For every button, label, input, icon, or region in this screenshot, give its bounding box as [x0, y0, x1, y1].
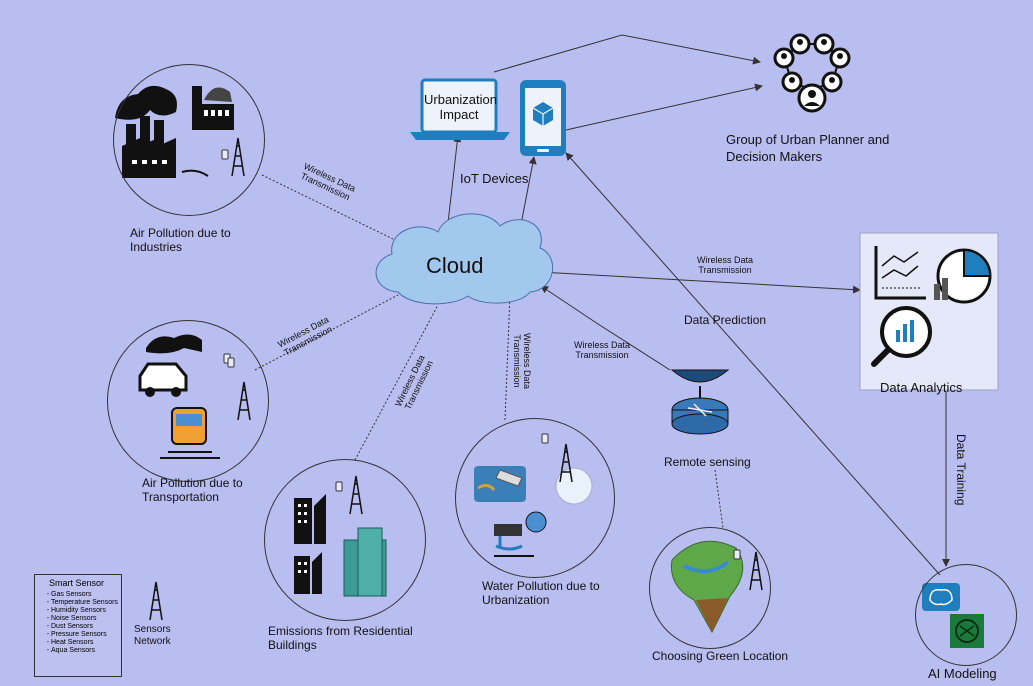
- edge-remote-to-green: [714, 469, 724, 529]
- node-water: [455, 418, 615, 578]
- dotted-edges: [254, 174, 724, 529]
- node-industries: [113, 64, 265, 216]
- remote-sensing-icon: [670, 369, 730, 435]
- edge-ai-to-phone: [565, 152, 941, 576]
- edge-phone-to-planners: [565, 83, 763, 131]
- smart-sensor-legend: Smart Sensor Gas Sensors Temperature Sen…: [34, 574, 122, 677]
- transportation-label: Air Pollution due to Transportation: [142, 476, 243, 504]
- edge-transport-to-cloud: [254, 294, 399, 371]
- legend-item: Gas Sensors: [51, 591, 121, 599]
- legend-title: Smart Sensor: [49, 578, 105, 588]
- solid-edges: [447, 34, 950, 576]
- cloud-shape: [375, 213, 554, 305]
- node-green-location: [649, 527, 771, 649]
- node-ai-modeling: [915, 564, 1017, 666]
- edge-laptop-to-planners: [493, 34, 761, 73]
- legend-item: Aqua Sensors: [51, 647, 121, 655]
- edge-industries-to-cloud: [261, 174, 396, 241]
- remote-sensing-label: Remote sensing: [664, 455, 751, 469]
- node-residential: [264, 459, 426, 621]
- edge-label-data-prediction: Data Prediction: [684, 313, 767, 327]
- laptop-device: [410, 78, 510, 140]
- edge-cloud-to-analytics: [539, 271, 861, 294]
- planners-label: Group of Urban Planner and Decision Make…: [726, 132, 890, 164]
- legend-item: Pressure Sensors: [51, 631, 121, 639]
- legend-item: Noise Sensors: [51, 615, 121, 623]
- water-label: Water Pollution due to Urbanization: [482, 579, 600, 607]
- edge-label-data-training: Data Training: [954, 434, 968, 506]
- edge-remote-to-cloud: [540, 285, 671, 371]
- data-analytics-box: [859, 232, 999, 391]
- cloud-label: Cloud: [426, 253, 484, 278]
- legend-item: Humidity Sensors: [51, 607, 121, 615]
- laptop-screen-text: Urbanization Impact: [424, 92, 497, 122]
- legend-list: Gas Sensors Temperature Sensors Humidity…: [35, 591, 121, 655]
- industries-label: Air Pollution due to Industries: [130, 226, 231, 254]
- green-location-label: Choosing Green Location: [652, 649, 789, 663]
- legend-item: Dust Sensors: [51, 623, 121, 631]
- edge-cloud-to-laptop: [447, 134, 462, 224]
- planners-group-icon: [773, 33, 851, 113]
- edge-label-remote: Wireless Data Transmission: [573, 340, 630, 360]
- edge-label-water: Wireless Data Transmission: [512, 332, 532, 389]
- legend-item: Heat Sensors: [51, 639, 121, 647]
- phone-device: [520, 80, 566, 156]
- residential-label: Emissions from Residential Buildings: [268, 624, 413, 652]
- legend-item: Temperature Sensors: [51, 599, 121, 607]
- ai-modeling-label: AI Modeling: [928, 666, 997, 681]
- node-transportation: [107, 320, 269, 482]
- edge-label-analytics: Wireless Data Transmission: [696, 255, 753, 275]
- data-analytics-label: Data Analytics: [880, 380, 963, 395]
- edge-water-to-cloud: [504, 294, 511, 421]
- edge-residential-to-cloud: [354, 304, 439, 461]
- sensors-network-label: Sensors Network: [134, 624, 171, 647]
- iot-devices-label: IoT Devices: [460, 171, 529, 186]
